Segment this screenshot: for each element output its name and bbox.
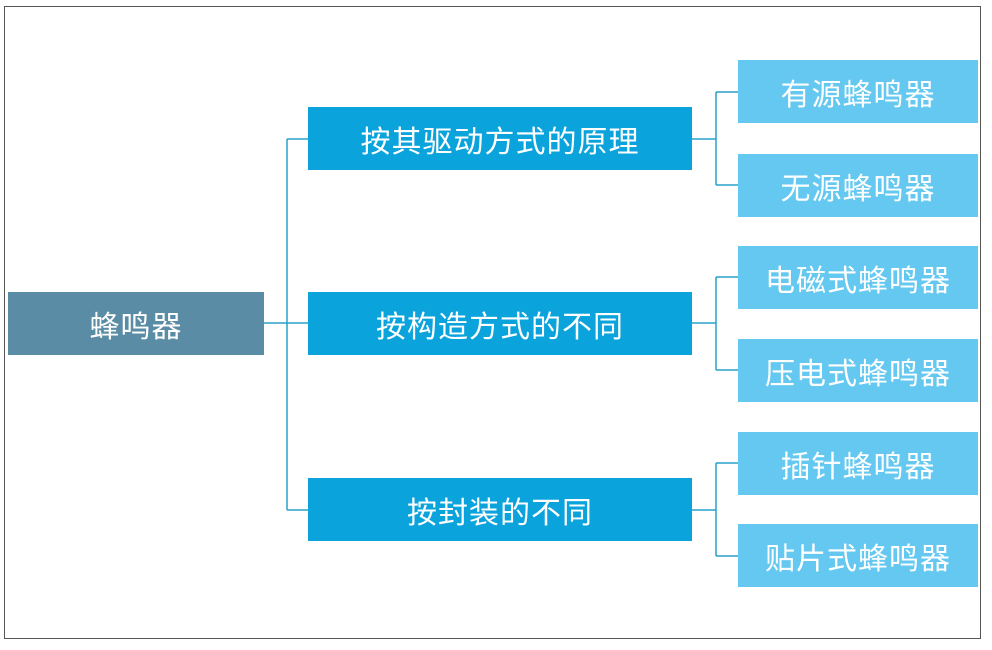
branch-node-package: 按封装的不同 — [308, 478, 692, 541]
branch-node-drive-principle: 按其驱动方式的原理 — [308, 107, 692, 170]
branch-node-construction: 按构造方式的不同 — [308, 292, 692, 355]
leaf-node-pin-buzzer: 插针蜂鸣器 — [738, 432, 978, 495]
leaf-label: 电磁式蜂鸣器 — [765, 263, 951, 299]
diagram-frame — [4, 6, 981, 639]
branch-label: 按其驱动方式的原理 — [360, 124, 640, 160]
leaf-node-passive-buzzer: 无源蜂鸣器 — [738, 154, 978, 217]
root-label: 蜂鸣器 — [89, 309, 183, 345]
branch-label: 按封装的不同 — [407, 495, 593, 531]
leaf-node-smd-buzzer: 贴片式蜂鸣器 — [738, 524, 978, 587]
leaf-label: 插针蜂鸣器 — [780, 449, 936, 485]
leaf-label: 贴片式蜂鸣器 — [765, 541, 951, 577]
leaf-node-active-buzzer: 有源蜂鸣器 — [738, 60, 978, 123]
root-node: 蜂鸣器 — [8, 292, 264, 355]
leaf-node-piezo-buzzer: 压电式蜂鸣器 — [738, 339, 978, 402]
leaf-label: 无源蜂鸣器 — [780, 171, 936, 207]
branch-label: 按构造方式的不同 — [376, 309, 624, 345]
leaf-node-electromagnetic-buzzer: 电磁式蜂鸣器 — [738, 246, 978, 309]
leaf-label: 有源蜂鸣器 — [780, 77, 936, 113]
leaf-label: 压电式蜂鸣器 — [765, 356, 951, 392]
